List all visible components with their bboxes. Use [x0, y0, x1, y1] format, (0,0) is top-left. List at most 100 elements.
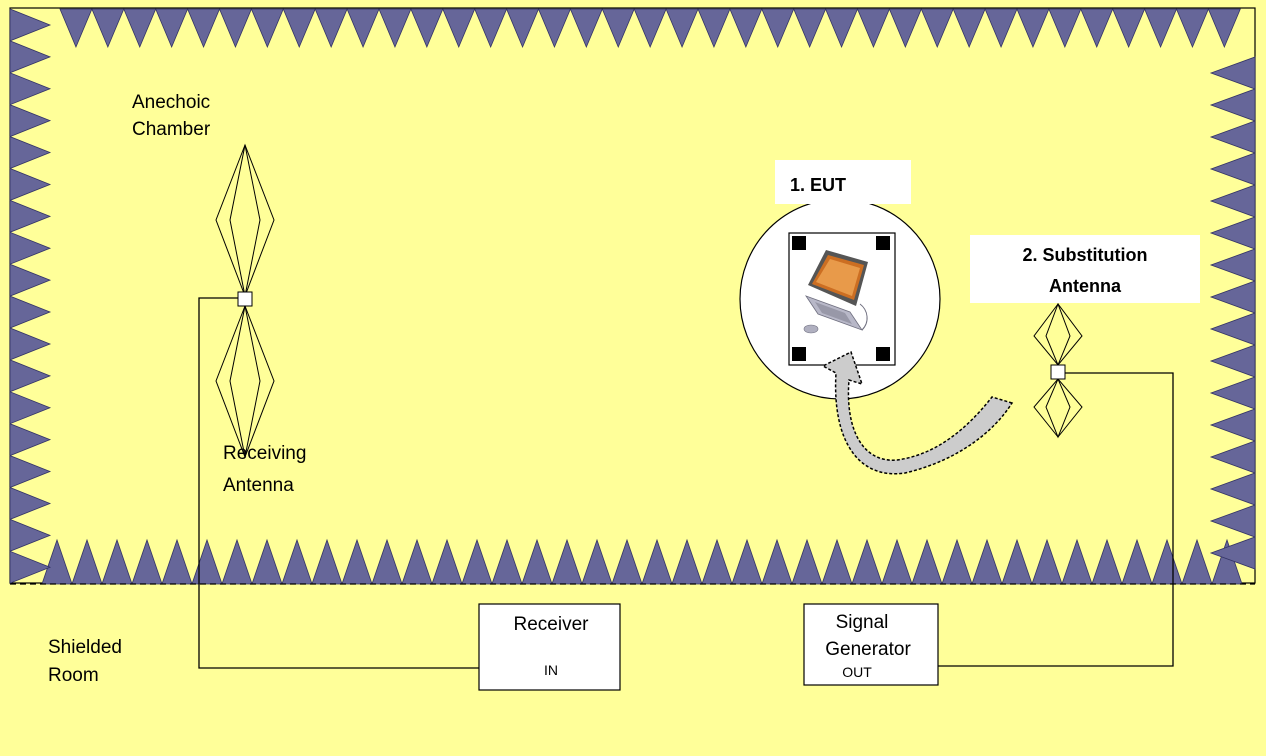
anechoic-chamber-label-line2: Chamber [132, 119, 211, 140]
absorber-cone [1143, 8, 1178, 49]
absorber-cone [314, 8, 348, 49]
eut-label-box [775, 160, 911, 204]
absorber-cone [793, 8, 827, 49]
absorber-cone [9, 518, 52, 552]
absorber-cone [505, 8, 540, 49]
absorber-cone [611, 538, 643, 585]
absorber-cone [1209, 376, 1256, 410]
substitution-antenna-label-box [970, 235, 1200, 303]
absorber-cone [282, 8, 316, 49]
absorber-cone [461, 538, 493, 585]
platform-corner [876, 236, 890, 250]
absorber-cone [1209, 56, 1256, 90]
substitution-antenna-icon [1033, 302, 1083, 439]
absorber-cone [101, 538, 133, 585]
absorber-cone [9, 327, 52, 361]
absorber-cone [123, 8, 157, 49]
absorber-cones [9, 8, 1256, 585]
absorber-cone [1209, 280, 1256, 314]
absorber-cone [9, 40, 52, 74]
platform-corner [792, 236, 806, 250]
absorber-cone [9, 104, 52, 138]
absorber-cone [431, 538, 463, 585]
absorber-cone [251, 538, 283, 585]
receive-cable [198, 297, 479, 669]
absorber-cone [131, 538, 163, 585]
absorber-cone [888, 8, 922, 49]
absorber-cone [665, 8, 699, 49]
absorber-cone [1211, 538, 1243, 585]
absorber-cone [221, 538, 253, 585]
absorber-cone [378, 8, 412, 49]
absorber-cone [9, 486, 52, 520]
absorber-cone [442, 8, 476, 49]
absorber-cone [1181, 538, 1213, 585]
absorber-cone [971, 538, 1003, 585]
absorber-cone [952, 8, 986, 49]
absorber-cone [911, 538, 943, 585]
absorber-cone [218, 8, 253, 49]
platform-corner [792, 347, 806, 361]
absorber-cone [633, 8, 667, 49]
absorber-cone [9, 72, 52, 106]
absorber-cone [941, 538, 973, 585]
absorber-cone [1209, 504, 1256, 538]
absorber-cone [9, 231, 52, 265]
absorber-cone [281, 538, 313, 585]
absorber-cone [1209, 344, 1256, 378]
absorber-cone [91, 8, 125, 49]
absorber-cone [701, 538, 733, 585]
absorber-cone [410, 8, 444, 49]
absorber-cone [9, 199, 52, 233]
absorber-cone [1209, 152, 1256, 186]
absorber-cone [1080, 8, 1114, 49]
absorber-cone [346, 8, 380, 49]
substitution-antenna-label-line1: 2. Substitution [1023, 245, 1148, 265]
computer-icon [803, 250, 868, 334]
absorber-cone [1016, 8, 1050, 49]
absorber-cone [920, 8, 954, 49]
absorber-cone [9, 359, 52, 393]
absorber-cone [1209, 312, 1256, 346]
anechoic-chamber-label-line1: Anechoic [132, 92, 210, 113]
absorber-cone [1048, 8, 1082, 49]
absorber-cone [1061, 538, 1093, 585]
absorber-cone [761, 8, 795, 49]
absorber-cone [9, 455, 52, 489]
absorber-cone [1207, 8, 1241, 49]
absorber-cone [761, 538, 793, 585]
substitution-antenna-label-line2: Antenna [1049, 276, 1122, 296]
absorber-cone [551, 538, 583, 585]
absorber-cone [9, 550, 52, 584]
absorber-cone [9, 391, 52, 425]
shielded-room-label-line1: Shielded [48, 637, 122, 658]
absorber-cone [581, 538, 613, 585]
absorber-cone [1209, 408, 1256, 442]
absorber-cone [1209, 184, 1256, 218]
eut-label: 1. EUT [790, 175, 846, 195]
absorber-cone [161, 538, 193, 585]
absorber-cone [9, 167, 52, 201]
absorber-cone [59, 8, 93, 49]
absorber-cone [824, 8, 859, 49]
absorber-cone [641, 538, 673, 585]
signal-generator-label-line2: Generator [825, 639, 911, 660]
absorber-cone [1091, 538, 1123, 585]
receiving-antenna-label-line2: Antenna [223, 475, 294, 496]
receiver-label: Receiver [514, 614, 590, 635]
absorber-cone [856, 8, 891, 49]
absorber-cone [1112, 8, 1146, 49]
absorber-cone [984, 8, 1018, 49]
absorber-cone [1175, 8, 1210, 49]
absorber-cone [250, 8, 284, 49]
absorber-cone [1209, 216, 1256, 250]
absorber-cone [1209, 536, 1256, 570]
absorber-cone [9, 423, 52, 457]
absorber-cone [1151, 538, 1183, 585]
absorber-cone [731, 538, 763, 585]
signal-generator-box [803, 603, 939, 686]
absorber-cone [1121, 538, 1153, 585]
absorber-cone [41, 538, 73, 585]
absorber-cone [491, 538, 523, 585]
absorber-cone [1209, 472, 1256, 506]
